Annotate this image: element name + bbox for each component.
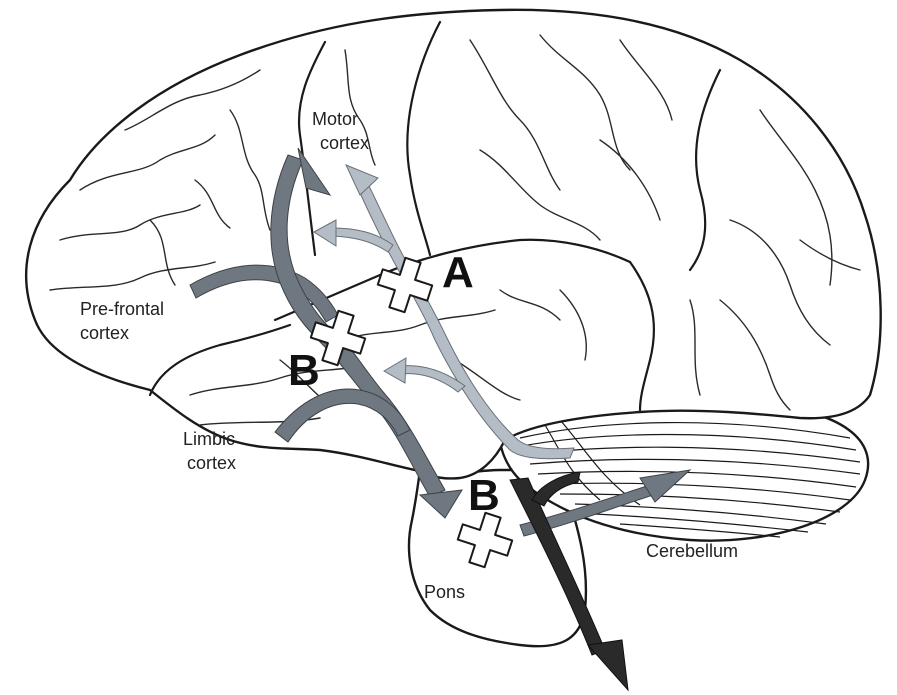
prefrontal-cortex-label-line1: Pre-frontal	[80, 299, 164, 319]
cerebellum-label: Cerebellum	[646, 541, 738, 561]
pons-label: Pons	[424, 582, 465, 602]
limbic-cortex-label-line1: Limbic	[183, 429, 235, 449]
limbic-cortex-label-line2: cortex	[187, 453, 236, 473]
prefrontal-cortex-label-line2: cortex	[80, 323, 129, 343]
motor-cortex-label-line1: Motor	[312, 109, 358, 129]
marker-b-upper: B	[288, 346, 320, 395]
cerebrum	[26, 10, 881, 479]
marker-b-lower: B	[468, 471, 500, 520]
motor-cortex-label-line2: cortex	[320, 133, 369, 153]
marker-a: A	[442, 248, 474, 297]
dark-pathway-arrowhead	[588, 640, 628, 690]
